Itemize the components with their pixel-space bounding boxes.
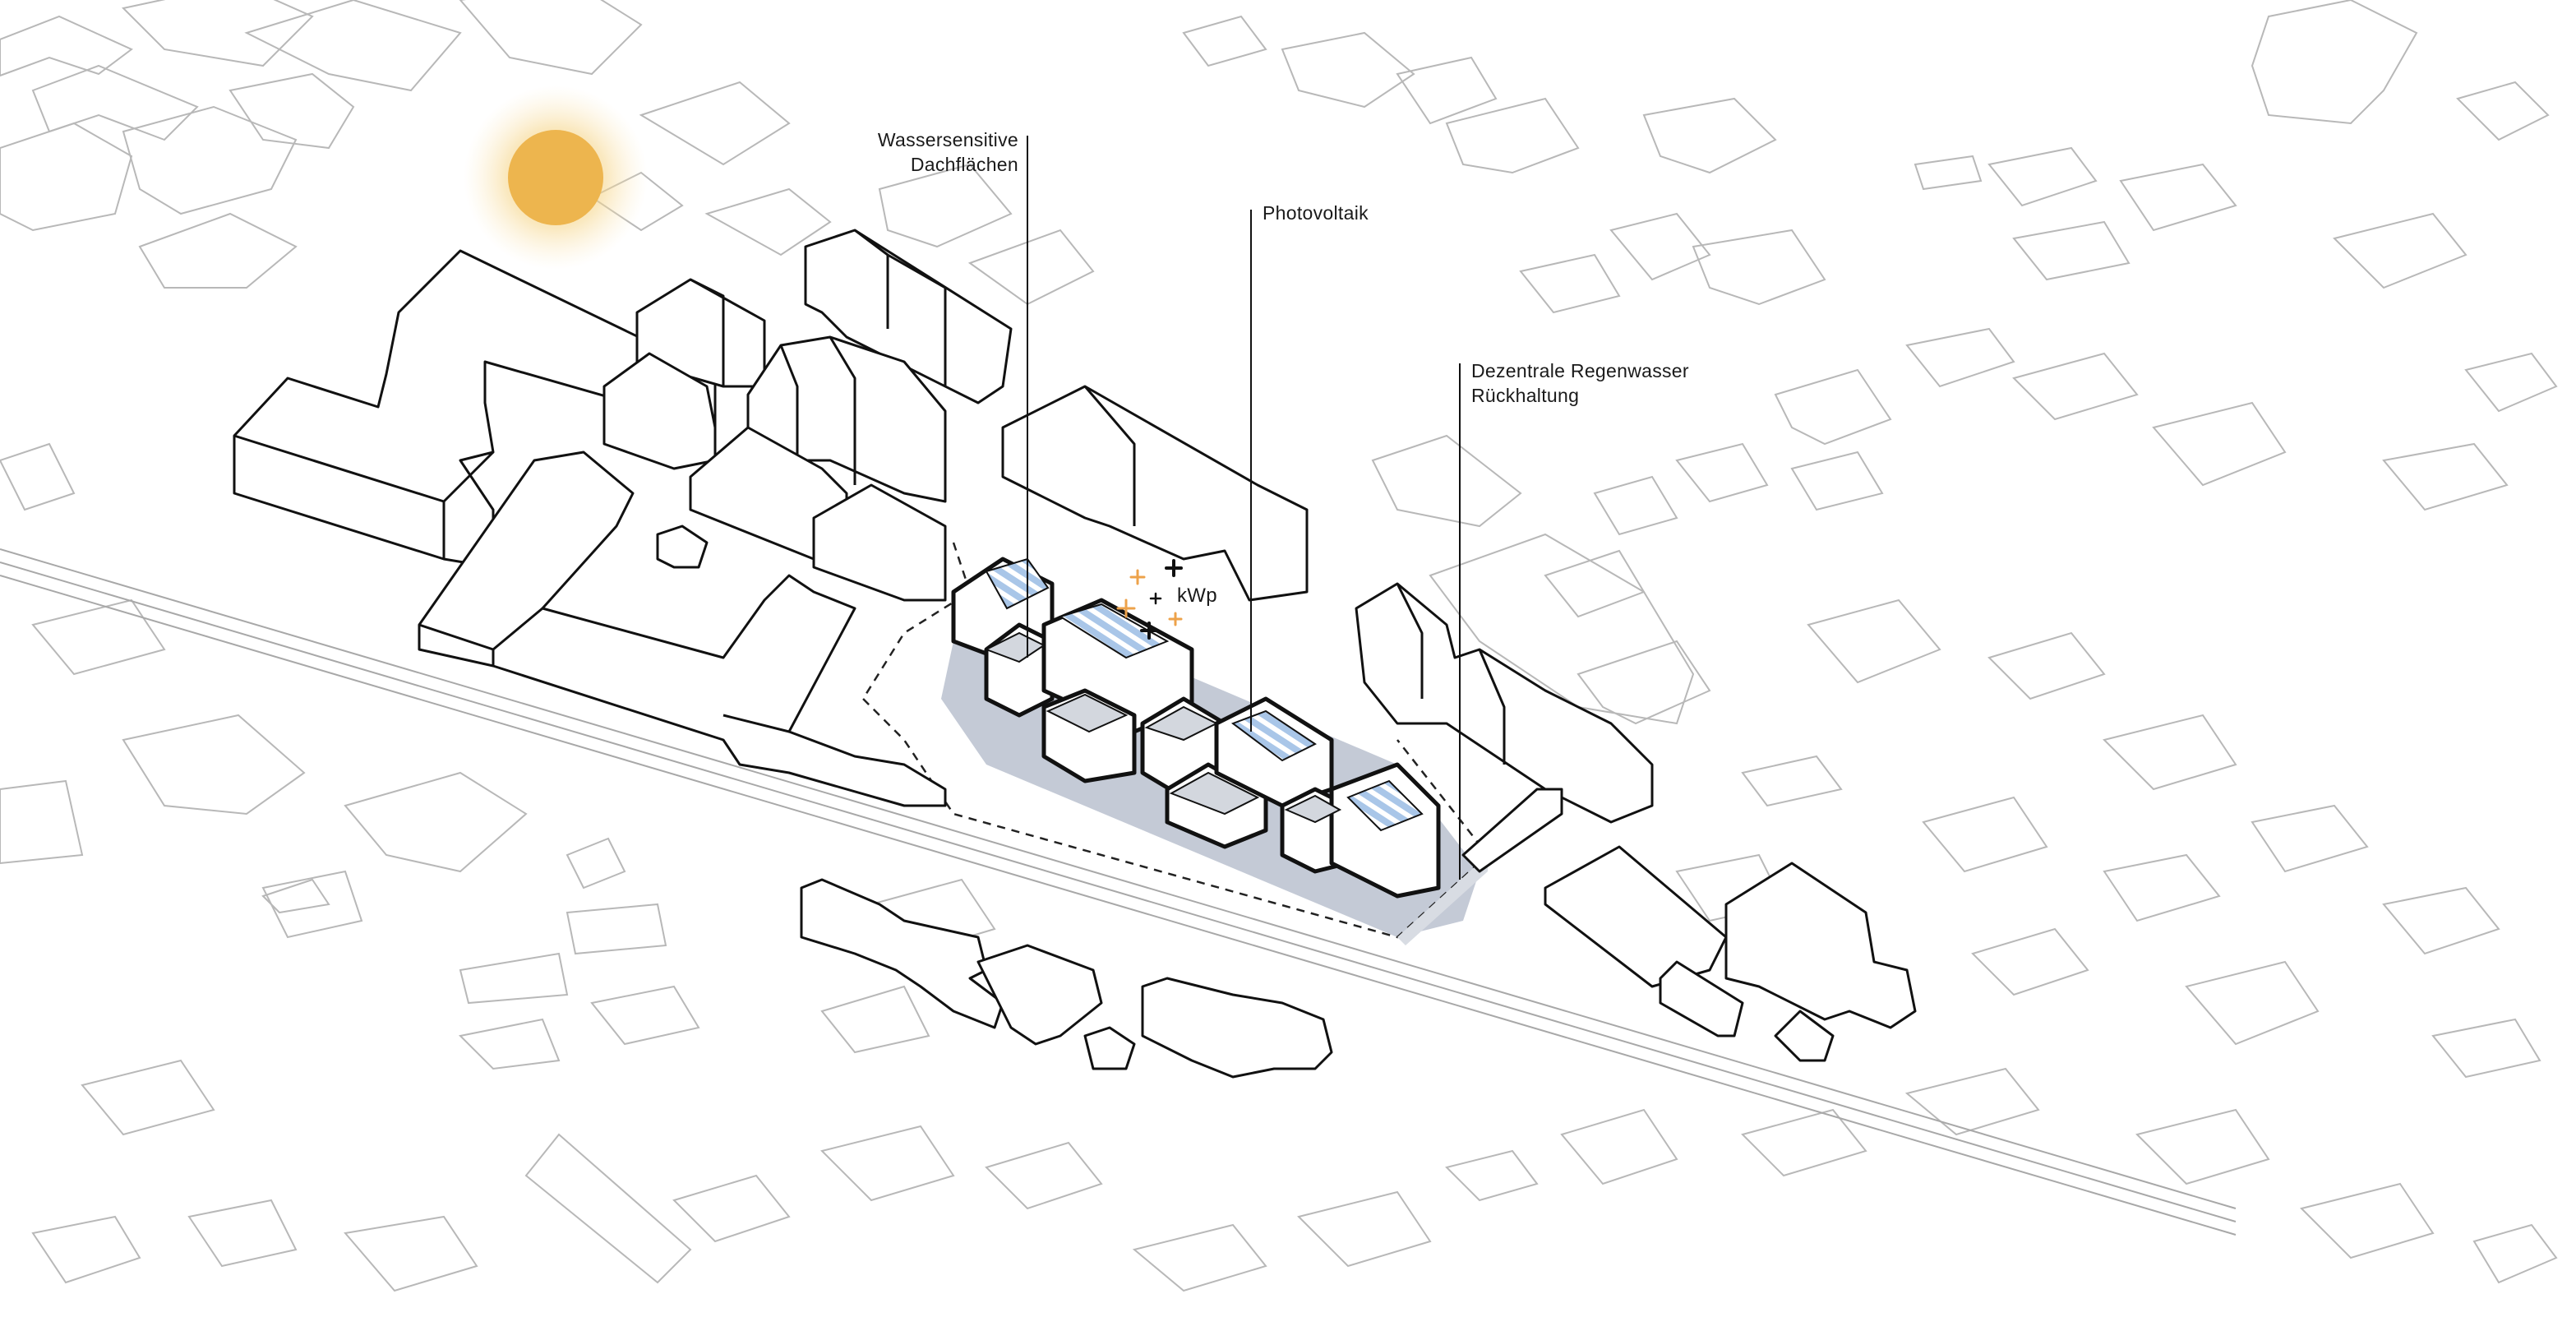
label-water-line-2: Dachflächen (806, 152, 1018, 177)
sun (464, 85, 648, 270)
label-photovoltaic: Photovoltaik (1263, 201, 1369, 225)
label-kwp: kWp (1177, 584, 1217, 608)
label-water-sensitive-roofs: Wassersensitive Dachflächen (806, 127, 1018, 177)
label-rainwater-retention: Dezentrale Regenwasser Rückhaltung (1471, 358, 1689, 408)
label-rain-line-1: Dezentrale Regenwasser (1471, 358, 1689, 383)
label-rain-line-2: Rückhaltung (1471, 383, 1689, 408)
context-buildings (0, 0, 2556, 1291)
label-water-line-1: Wassersensitive (806, 127, 1018, 152)
